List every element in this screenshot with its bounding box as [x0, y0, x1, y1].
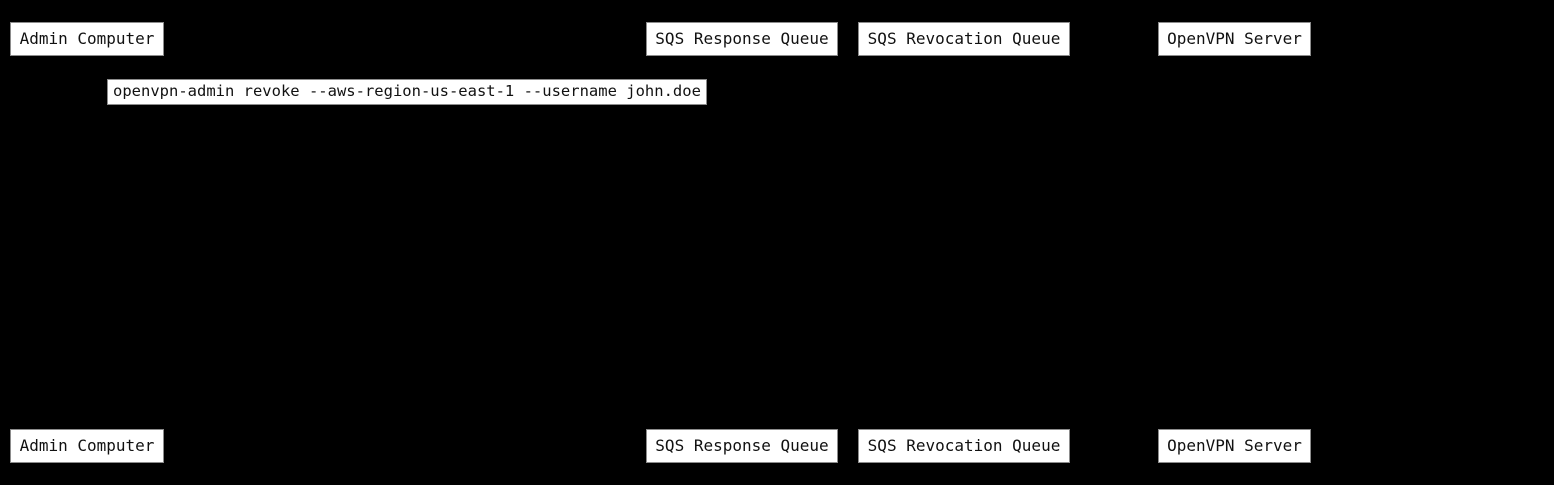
- note-revoke-command: openvpn-admin revoke --aws-region-us-eas…: [107, 79, 707, 105]
- actor-bottom-openvpn-server: OpenVPN Server: [1158, 429, 1311, 463]
- lifeline-admin-computer: [87, 56, 88, 429]
- actor-top-sqs-revocation-queue: SQS Revocation Queue: [858, 22, 1070, 56]
- actor-bottom-sqs-response-queue: SQS Response Queue: [646, 429, 838, 463]
- lifeline-openvpn-server: [1234, 56, 1235, 429]
- actor-bottom-admin-computer: Admin Computer: [10, 429, 164, 463]
- actor-top-admin-computer: Admin Computer: [10, 22, 164, 56]
- lifeline-sqs-revocation-queue: [964, 56, 965, 429]
- actor-bottom-sqs-revocation-queue: SQS Revocation Queue: [858, 429, 1070, 463]
- actor-top-openvpn-server: OpenVPN Server: [1158, 22, 1311, 56]
- lifeline-sqs-response-queue: [742, 56, 743, 429]
- actor-top-sqs-response-queue: SQS Response Queue: [646, 22, 838, 56]
